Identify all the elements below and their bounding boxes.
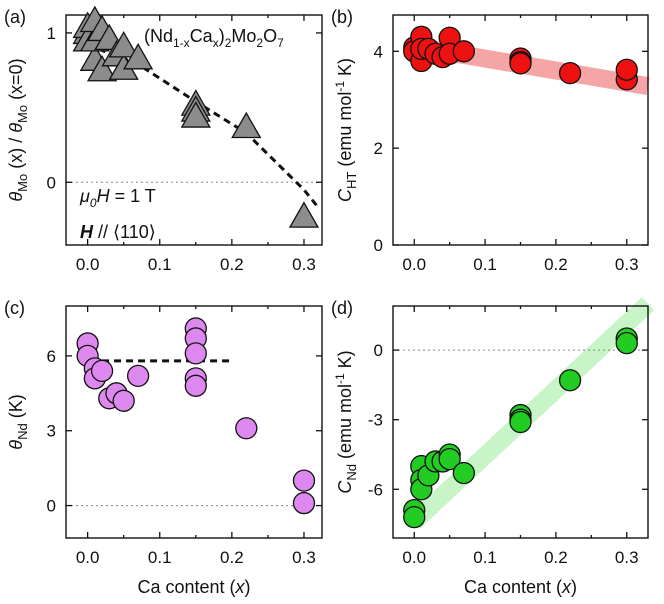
data-point — [86, 54, 118, 82]
fit-line — [87, 43, 320, 209]
y-axis-label: CNd (emu mol-1 K) — [333, 350, 359, 493]
x-tick-label: 0.1 — [473, 255, 497, 274]
data-point — [184, 374, 207, 397]
x-tick-label: 0.1 — [473, 548, 497, 567]
data-point — [184, 342, 207, 365]
data-point — [90, 359, 114, 383]
formula-annotation: (Nd1-xCax)2Mo2O7 — [144, 26, 284, 50]
data-point — [180, 101, 211, 128]
panel-a: 0.0 0.1 0.2 0.3 0 1 (a) θMo (x) / θMo (x=0) (Nd1… — [4, 5, 323, 274]
y-tick-label: 2 — [374, 139, 383, 158]
x-tick-label: 0.3 — [615, 548, 639, 567]
data-point — [438, 447, 461, 471]
y-tick-label: 6 — [47, 347, 56, 366]
y-axis-label: θNd (K) — [6, 394, 30, 449]
y-tick-label: 0 — [47, 173, 56, 192]
data-point — [615, 331, 638, 355]
y-tick-label: -3 — [368, 411, 383, 430]
data-point — [452, 40, 475, 63]
panel-label: (c) — [4, 298, 25, 318]
y-axis-label: θMo (x) / θMo (x=0) — [6, 58, 30, 201]
x-tick-label: 0.0 — [76, 255, 100, 274]
data-point — [558, 369, 582, 392]
data-point — [235, 417, 258, 440]
x-tick-label: 0.0 — [402, 548, 426, 567]
panel-b: 0.0 0.1 0.2 0.3 0 2 4 (b) CHT (emu mol-1 K) — [331, 7, 650, 274]
x-tick-label: 0.2 — [220, 548, 244, 567]
data-point — [122, 43, 154, 70]
x-tick-label: 0.3 — [292, 548, 316, 567]
x-tick-label: 0.2 — [544, 548, 568, 567]
y-tick-label: 3 — [47, 422, 56, 441]
data-point — [292, 491, 316, 515]
data-point — [126, 364, 150, 387]
y-tick-label: -6 — [368, 480, 383, 499]
panel-c: 0.0 0.1 0.2 0.3 0 3 6 (c) θNd (K) Ca content (x) — [4, 298, 323, 597]
x-tick-label: 0.1 — [148, 548, 172, 567]
x-tick-label: 0.0 — [76, 548, 100, 567]
y-tick-label: 4 — [374, 42, 383, 61]
direction-annotation: H // ⟨110⟩ — [80, 222, 156, 242]
data-point — [452, 461, 475, 485]
panel-label: (b) — [331, 7, 353, 27]
data-point — [509, 52, 532, 75]
plot-frame — [65, 305, 323, 539]
x-axis-label: Ca content (x) — [464, 577, 577, 597]
data-point — [231, 111, 262, 139]
panel-label: (d) — [331, 298, 353, 318]
data-point — [558, 61, 582, 85]
data-point — [112, 389, 135, 412]
data-point — [509, 410, 532, 434]
y-tick-label: 0 — [374, 236, 383, 255]
plot-frame — [65, 14, 323, 246]
data-point — [615, 58, 638, 81]
panel-label: (a) — [4, 7, 26, 27]
x-tick-label: 0.0 — [402, 255, 426, 274]
data-point — [288, 201, 320, 228]
x-axis-label: Ca content (x) — [137, 577, 250, 597]
y-tick-label: 0 — [374, 341, 383, 360]
y-tick-label: 0 — [47, 497, 56, 516]
data-point — [403, 505, 426, 529]
data-point — [108, 31, 139, 58]
y-tick-label: 1 — [47, 24, 56, 43]
x-tick-label: 0.3 — [292, 255, 316, 274]
data-point — [292, 469, 316, 492]
x-tick-label: 0.3 — [615, 255, 639, 274]
y-axis-label: CHT (emu mol-1 K) — [333, 58, 359, 202]
field-annotation: μ0H = 1 T — [79, 186, 156, 210]
panel-d: 0.0 0.1 0.2 0.3 -6 -3 0 (d) CNd (emu mol-1 K) Ca … — [331, 297, 655, 597]
x-tick-label: 0.2 — [544, 255, 568, 274]
x-tick-label: 0.2 — [220, 255, 244, 274]
x-tick-label: 0.1 — [148, 255, 172, 274]
